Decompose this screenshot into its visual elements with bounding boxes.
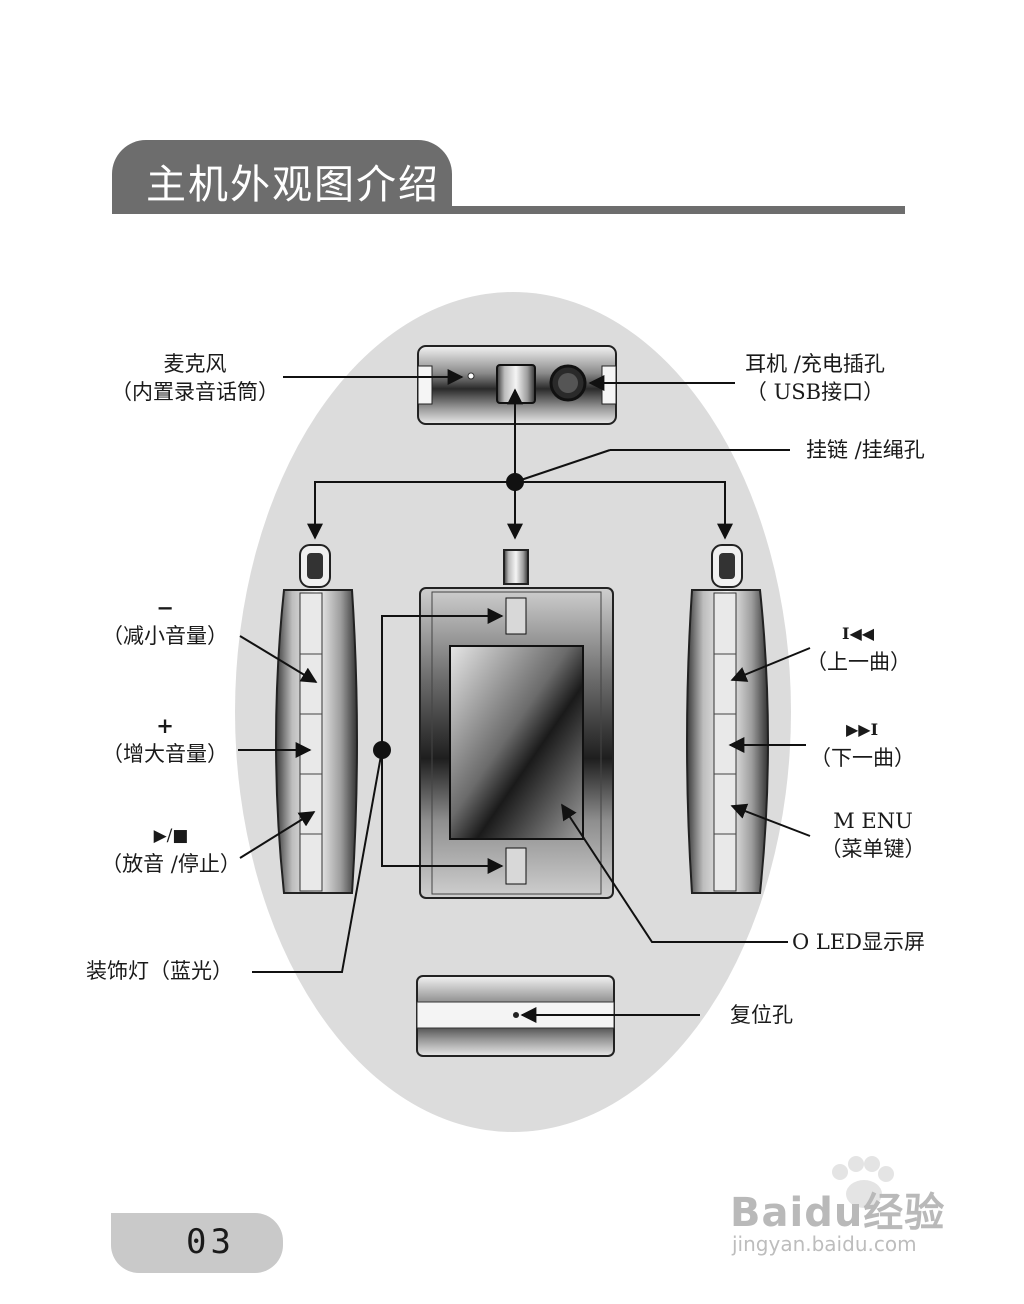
leader-lines <box>238 369 811 1023</box>
header-rule <box>112 206 905 214</box>
earphone-subtitle: （ USB接口） <box>745 380 885 404</box>
volume-up-text: （增大音量） <box>102 742 228 766</box>
volume-down-text: （减小音量） <box>102 624 228 648</box>
menu-title: M ENU <box>833 809 913 833</box>
next-track-text: （下一曲） <box>810 746 915 770</box>
volume-up-icon: + <box>156 713 174 738</box>
microphone-title: 麦克风 <box>163 352 227 376</box>
play-stop-text: （放音 /停止） <box>101 852 241 876</box>
page-number: 03 <box>186 1222 235 1262</box>
oled-screen <box>449 645 584 840</box>
right-side-view <box>686 544 769 894</box>
front-view <box>419 549 614 899</box>
page-title: 主机外观图介绍 <box>146 162 440 208</box>
junction-dot-left <box>373 741 391 759</box>
earphone-title: 耳机 /充电插孔 <box>745 352 885 376</box>
label-reset-hole: 复位孔 <box>730 1003 793 1027</box>
next-track-icon: ▶▶I <box>845 720 879 739</box>
top-view <box>417 345 617 425</box>
junction-dot-top <box>506 473 524 491</box>
label-previous-track: I◀◀ （上一曲） <box>806 620 911 676</box>
menu-subtitle: （菜单键） <box>820 837 926 861</box>
page-number-tab <box>111 1213 283 1273</box>
reset-hole <box>513 1012 519 1018</box>
watermark-brand: Baidu经验 <box>730 1190 946 1236</box>
watermark-url: jingyan.baidu.com <box>732 1232 917 1256</box>
label-oled-display: O LED显示屏 <box>792 930 926 954</box>
label-decorative-light: 装饰灯（蓝光） <box>86 959 233 983</box>
previous-track-text: （上一曲） <box>806 650 911 674</box>
microphone-subtitle: （内置录音话筒） <box>111 380 279 404</box>
mic-hole <box>467 372 475 380</box>
label-volume-up: + （增大音量） <box>100 712 230 768</box>
label-next-track: ▶▶I （下一曲） <box>810 716 915 772</box>
label-volume-down: − （减小音量） <box>100 594 230 650</box>
label-menu-key: M ENU （菜单键） <box>818 807 928 863</box>
baidu-paw-icon <box>832 1156 894 1208</box>
label-play-stop: ▶/■ （放音 /停止） <box>98 822 244 878</box>
previous-track-icon: I◀◀ <box>841 624 875 643</box>
header-tab <box>112 140 452 214</box>
play-stop-icon: ▶/■ <box>153 826 189 846</box>
label-lanyard-hole: 挂链 /挂绳孔 <box>806 438 925 462</box>
label-microphone: 麦克风 （内置录音话筒） <box>100 350 290 406</box>
left-side-view <box>275 544 358 894</box>
volume-down-icon: − <box>156 595 174 620</box>
label-earphone-jack: 耳机 /充电插孔 （ USB接口） <box>730 350 900 406</box>
